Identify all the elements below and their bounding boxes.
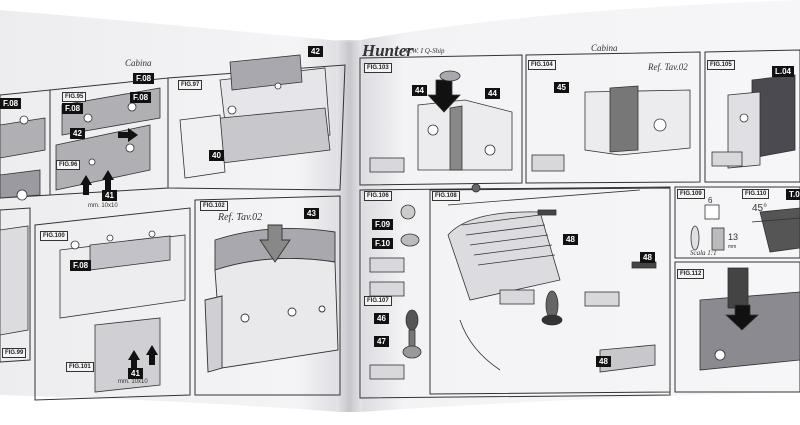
part-label-41: 41 <box>102 190 117 201</box>
left-page-title: Cabina <box>125 58 152 68</box>
part-label-f08: F.08 <box>0 98 22 109</box>
caption-fig97: FIG.97 <box>178 80 203 90</box>
part-label-f09: F.09 <box>372 219 394 230</box>
part-label-41: 41 <box>128 368 143 379</box>
right-page-title: Cabina <box>591 43 618 53</box>
caption-fig109: FIG.109 <box>677 189 705 199</box>
part-label-48: 48 <box>640 252 655 263</box>
note-mm-10x10: mm. 10x10 <box>88 203 118 209</box>
dim-mm: mm <box>728 244 737 250</box>
part-label-48: 48 <box>596 356 611 367</box>
caption-fig105: FIG.105 <box>707 60 735 70</box>
note-ref-tav02: Ref. Tav.02 <box>218 212 263 223</box>
caption-fig104: FIG.104 <box>528 60 556 70</box>
part-label-40: 40 <box>209 150 224 161</box>
fig103-drawing <box>369 70 513 173</box>
fig104-drawing <box>531 85 691 172</box>
part-label-f10: F.10 <box>372 238 394 249</box>
caption-fig100: FIG.100 <box>40 231 68 241</box>
part-label-f08: F.08 <box>62 103 84 114</box>
caption-fig107: FIG.107 <box>364 296 392 306</box>
note-scale: Scala 1:1 <box>690 249 717 257</box>
caption-fig110: FIG.110 <box>742 189 770 199</box>
part-label-48: 48 <box>563 234 578 245</box>
part-label-43: 43 <box>304 208 319 219</box>
caption-fig112: FIG.112 <box>677 269 705 279</box>
part-label-44: 44 <box>412 85 427 96</box>
brand-title: Hunter <box>362 41 414 60</box>
caption-fig99: FIG.99 <box>2 348 27 358</box>
caption-fig102: FIG.102 <box>200 201 228 211</box>
part-label-t0: T.0 <box>786 189 800 200</box>
cabin-frame-drawing <box>0 225 186 393</box>
part-label-f08: F.08 <box>133 73 155 84</box>
caption-fig95: FIG.95 <box>62 92 87 102</box>
cabin-walls-drawing <box>179 54 331 179</box>
left-panels <box>0 64 346 401</box>
fig112-drawing <box>699 267 800 371</box>
part-label-46: 46 <box>374 313 389 324</box>
caption-fig101: FIG.101 <box>66 362 94 372</box>
cabin-roof-drawing <box>204 224 339 373</box>
note-mm-10x10: mm. 10x10 <box>118 379 148 385</box>
arrows-left <box>80 128 138 195</box>
caption-fig103: FIG.103 <box>364 63 392 73</box>
portholes <box>16 102 137 201</box>
part-label-44: 44 <box>485 88 500 99</box>
part-label-42: 42 <box>70 128 85 139</box>
dim-6: 6 <box>708 196 713 205</box>
deck-detail-drawing <box>447 183 657 373</box>
right-panels <box>359 49 800 399</box>
fig105-drawing <box>711 74 796 169</box>
angle-45: 45° <box>752 203 768 214</box>
dim-13: 13 <box>728 232 739 242</box>
part-label-f08: F.08 <box>130 92 152 103</box>
brand-subtitle: W.W. I Q-Ship <box>405 47 445 55</box>
part-label-47: 47 <box>374 336 389 347</box>
note-ref-tav02: Ref. Tav.02 <box>648 62 688 72</box>
arrows-fig101 <box>128 345 158 370</box>
fig109-drawing <box>690 204 800 253</box>
part-label-42: 42 <box>308 46 323 57</box>
caption-fig96: FIG.96 <box>56 160 81 170</box>
caption-fig108: FIG.108 <box>432 191 460 201</box>
part-label-45: 45 <box>554 82 569 93</box>
part-label-l04: L.04 <box>772 66 795 77</box>
part-label-f08: F.08 <box>70 260 92 271</box>
caption-fig106: FIG.106 <box>364 191 392 201</box>
